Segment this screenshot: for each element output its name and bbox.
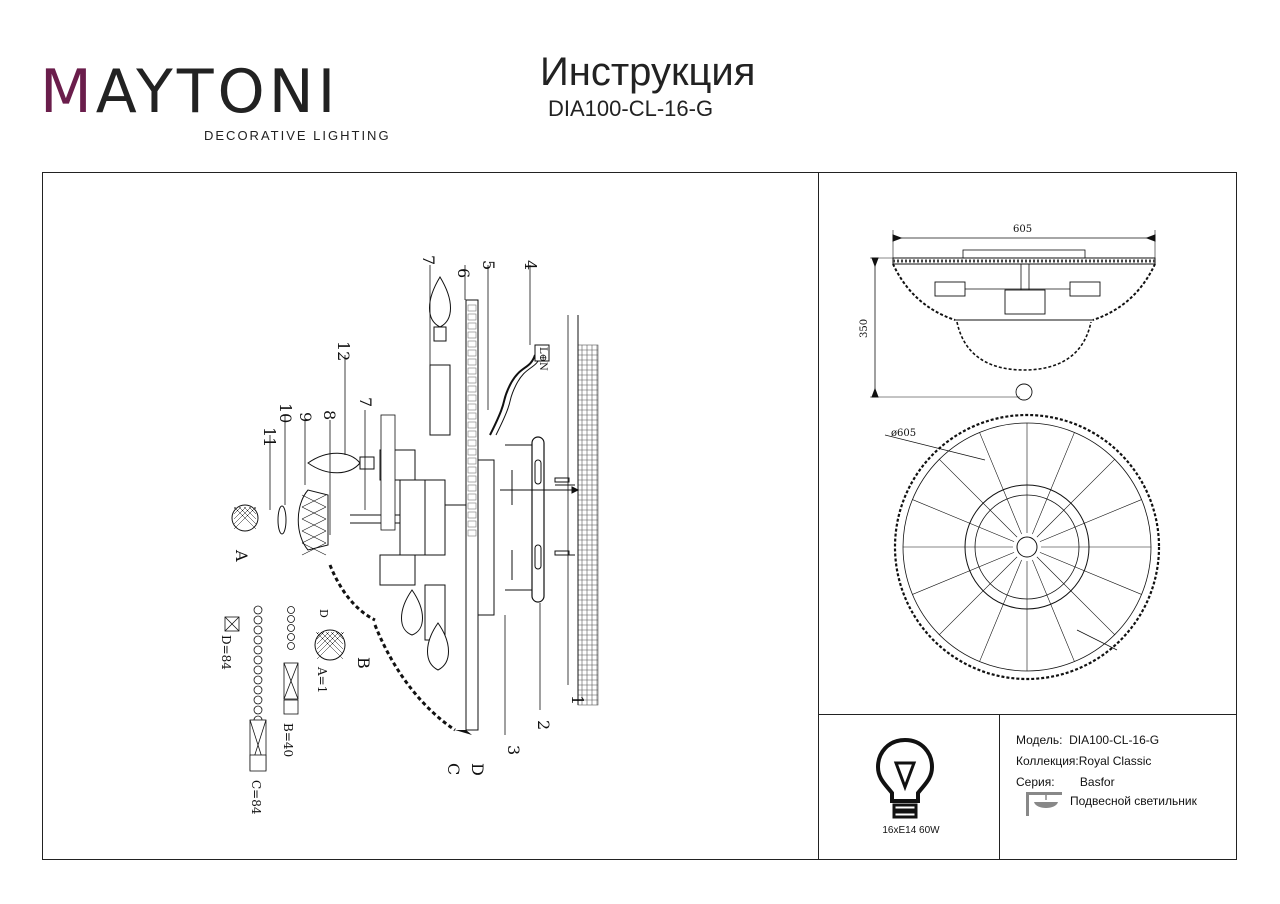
part-label-3: 3: [504, 745, 523, 755]
part-label-d: D: [468, 763, 487, 776]
part-label-9: 9: [296, 412, 315, 422]
frame-divider-horizontal: [818, 714, 1237, 715]
legend-a: A=1: [315, 666, 329, 693]
spec-series-label: Серия:: [1016, 775, 1055, 789]
spec-collection: Коллекция:Royal Classic: [1016, 753, 1151, 769]
part-label-b: B: [354, 657, 373, 669]
part-label-6: 6: [454, 268, 473, 278]
spec-collection-label: Коллекция:: [1016, 754, 1079, 768]
crystal-chain-b: [328, 564, 376, 622]
part-label-2: 2: [534, 720, 553, 730]
logo-wordmark-text: AYTONI: [95, 57, 340, 127]
part-label-11: 11: [260, 427, 279, 447]
part-label-7-top: 7: [419, 255, 438, 265]
logo-wordmark: MAYTONI: [40, 57, 340, 127]
drawing-frame: [42, 172, 1237, 860]
part-label-12: 12: [334, 341, 353, 361]
spec-model-label: Модель:: [1016, 733, 1063, 747]
part-label-1: 1: [568, 695, 587, 705]
part-label-5: 5: [479, 260, 498, 270]
mounting-plate: [531, 436, 545, 603]
logo-tagline: DECORATIVE LIGHTING: [204, 128, 391, 143]
spec-series: Серия: Basfor: [1016, 774, 1115, 790]
spec-series-value: Basfor: [1079, 775, 1115, 789]
part-label-a: A: [232, 549, 251, 562]
side-view: [870, 230, 1156, 401]
exploded-assembly-diagram: 1 2 3 4 5 6 7 7 8 9 10 11 12 A B C D L⊕N…: [219, 255, 599, 815]
legend-b: B=40: [281, 723, 295, 757]
ceiling-surface: [577, 344, 599, 706]
chain-legend: [224, 605, 299, 772]
scale-ruler: [380, 414, 396, 531]
legend-d-small: D: [317, 609, 330, 618]
bulb-spec-label: 16xE14 60W: [882, 825, 940, 836]
spec-type: Подвесной светильник: [1070, 794, 1197, 808]
part-label-c: C: [444, 763, 463, 775]
crystal-ball-d: [314, 629, 346, 661]
candle-bulbs: [307, 276, 451, 671]
part-label-7-side: 7: [356, 397, 375, 407]
spec-collection-value: Royal Classic: [1078, 754, 1152, 768]
crystal-chain-c: [373, 624, 456, 732]
brand-logo: MAYTONI DECORATIVE LIGHTING: [40, 52, 392, 148]
document-title: Инструкция: [540, 50, 756, 94]
terminal-label: L⊕N: [537, 347, 548, 371]
top-view: [884, 413, 1161, 681]
spec-model-value: DIA100-CL-16-G: [1069, 733, 1160, 747]
frame-divider-vertical: [818, 172, 819, 860]
legend-d: D=84: [219, 635, 233, 670]
central-column: [465, 299, 479, 731]
canopy: [477, 459, 495, 616]
dimension-diameter: ø605: [891, 428, 916, 439]
light-bulb-icon: [875, 737, 935, 819]
spec-model: Модель: DIA100-CL-16-G: [1016, 732, 1159, 748]
part-label-10: 10: [276, 403, 295, 423]
power-wires: [489, 354, 536, 436]
dimension-width: 605: [1013, 224, 1032, 235]
part-label-4: 4: [521, 260, 540, 270]
part-label-8: 8: [320, 410, 339, 420]
frame-divider-spec: [999, 714, 1000, 860]
legend-c: C=84: [249, 780, 263, 815]
document-model-code: DIA100-CL-16-G: [548, 96, 714, 121]
dimension-height: 350: [859, 319, 870, 338]
dimension-drawings: 605 350 ø605: [859, 224, 1161, 681]
ceiling-lamp-icon: [1026, 792, 1062, 816]
